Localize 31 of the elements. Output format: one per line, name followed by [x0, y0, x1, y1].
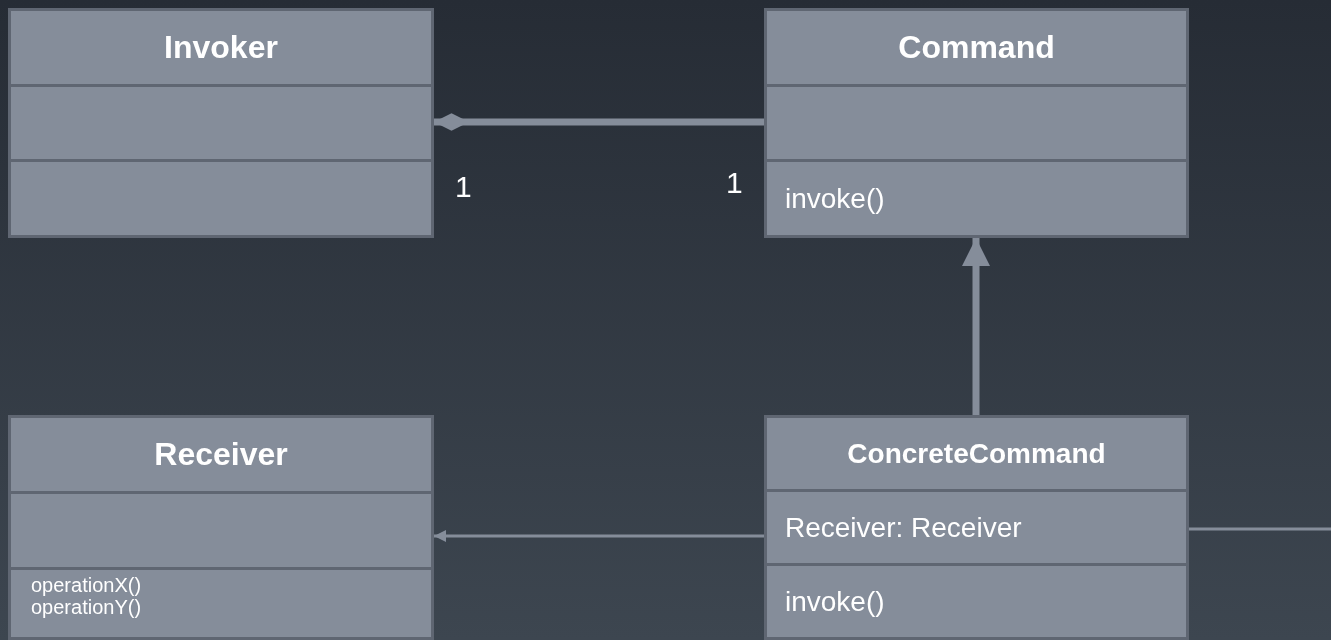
class-name: Invoker — [164, 28, 278, 66]
member-text: invoke() — [785, 585, 886, 618]
composition-line — [434, 113, 764, 131]
member-text: Receiver: Receiver — [785, 511, 1023, 544]
class-box — [8, 415, 434, 640]
connector-line — [1189, 527, 1331, 531]
method-compartment — [11, 570, 431, 637]
attribute-compartment — [767, 492, 1186, 563]
class-name: Command — [898, 28, 1055, 66]
empty-compartment — [11, 86, 431, 160]
multiplicity-label: 1 — [455, 170, 472, 204]
empty-compartment — [767, 86, 1186, 160]
class-name: Receiver — [154, 436, 288, 473]
arrow — [962, 238, 990, 415]
multiplicity-label: 1 — [726, 166, 743, 200]
arrow — [434, 530, 764, 542]
method-compartment — [767, 162, 1186, 235]
method-compartment — [767, 566, 1186, 637]
empty-compartment — [11, 494, 431, 567]
class-name-compartment — [767, 418, 1186, 489]
class-box — [764, 415, 1189, 640]
empty-compartment — [11, 162, 431, 235]
member-text: invoke() — [785, 182, 886, 215]
class-box — [8, 8, 434, 238]
member-text: operationY() — [31, 596, 143, 618]
class-name-compartment — [11, 11, 431, 84]
class-name-compartment — [767, 11, 1186, 84]
class-box — [764, 8, 1189, 238]
member-text: operationX() — [31, 574, 143, 596]
class-name-compartment — [11, 418, 431, 491]
class-name: ConcreteCommand — [847, 437, 1106, 470]
